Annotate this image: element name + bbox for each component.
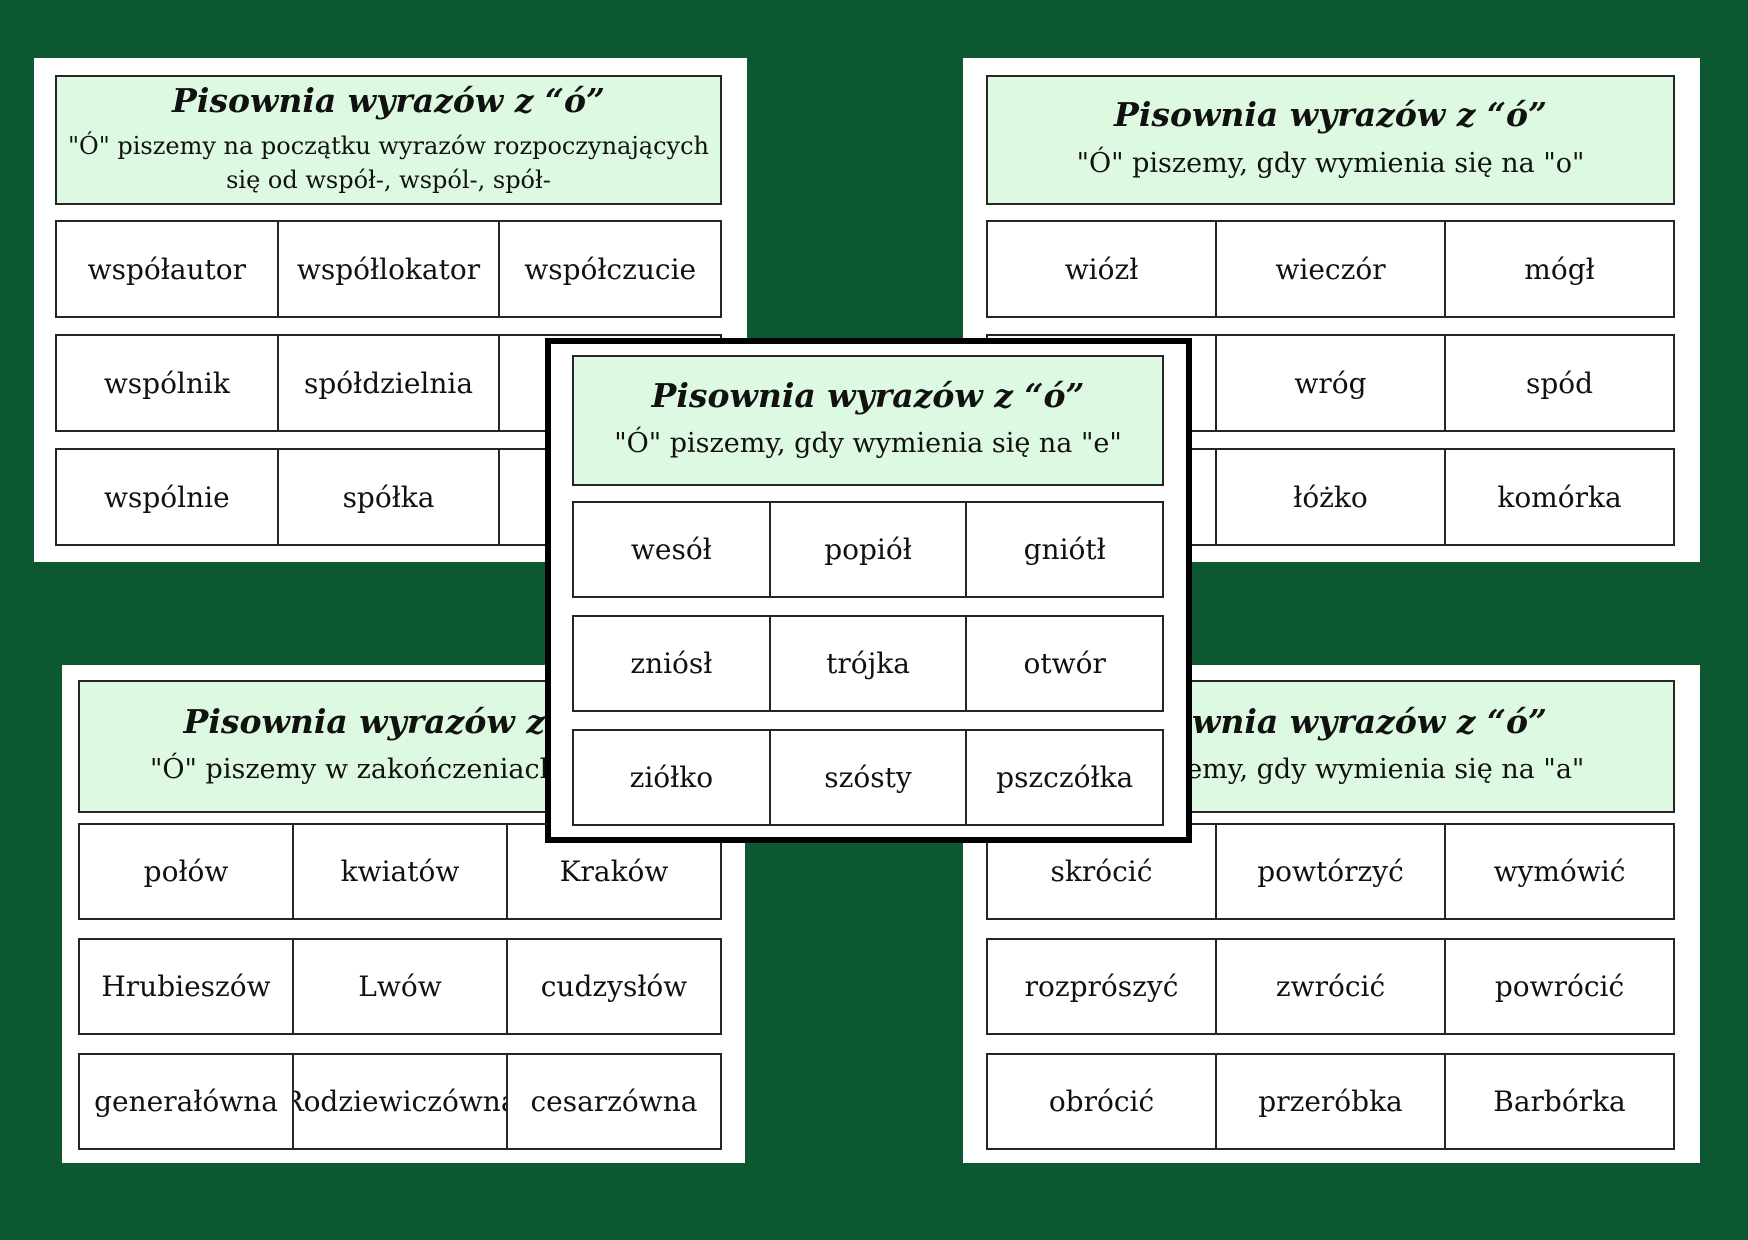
word-cell: łóżko xyxy=(1215,448,1446,546)
word-cell: cudzysłów xyxy=(506,938,722,1035)
word-row: wesół popiół gniótł xyxy=(572,501,1165,598)
word-cell: wymówić xyxy=(1444,823,1675,920)
word-cell: współczucie xyxy=(498,220,723,318)
word-cell: komórka xyxy=(1444,448,1675,546)
word-cell: wiózł xyxy=(986,220,1217,318)
word-cell: współautor xyxy=(55,220,279,318)
word-cell: obrócić xyxy=(986,1053,1217,1150)
card-title: Pisownia wyrazów z “ó” xyxy=(651,375,1085,415)
word-cell: gniótł xyxy=(965,501,1165,598)
card-rule: "Ó" piszemy, gdy wymienia się na "e" xyxy=(614,428,1122,460)
word-cell: otwór xyxy=(965,615,1165,712)
word-cell: powtórzyć xyxy=(1215,823,1446,920)
word-cell: Barbórka xyxy=(1444,1053,1675,1150)
word-row: Hrubieszów Lwów cudzysłów xyxy=(78,938,722,1035)
word-row: połów kwiatów Kraków xyxy=(78,823,722,920)
card-rule: "Ó" piszemy, gdy wymienia się na "o" xyxy=(1076,147,1585,179)
word-row: wiózł wieczór mógł xyxy=(986,220,1675,318)
card-rule: "Ó" piszemy w zakończeniach -ów, xyxy=(150,754,620,786)
word-cell: rozprószyć xyxy=(986,938,1217,1035)
word-cell: popiół xyxy=(768,501,968,598)
word-cell: powrócić xyxy=(1444,938,1675,1035)
word-cell: spółka xyxy=(276,448,501,546)
word-cell: wspólnik xyxy=(55,334,279,432)
card-header: Pisownia wyrazów z “ó” "Ó" piszemy w zak… xyxy=(78,680,722,813)
word-cell: szósty xyxy=(768,729,968,826)
word-cell: spód xyxy=(1444,334,1675,432)
card-title: Pisownia wyrazów z “ó” xyxy=(183,701,617,741)
word-row: współautor współlokator współczucie xyxy=(55,220,723,318)
word-cell: Lwów xyxy=(292,938,508,1035)
word-cell: wesół xyxy=(572,501,771,598)
word-row: zniósł trójka otwór xyxy=(572,615,1165,712)
word-cell: wróg xyxy=(1215,334,1446,432)
word-cell: spółdzielnia xyxy=(276,334,501,432)
word-cell: Rodziewiczówna xyxy=(292,1053,508,1150)
card-header: Pisownia wyrazów z “ó” "Ó" piszemy, gdy … xyxy=(986,75,1675,205)
card-rule: "Ó" piszemy na początku wyrazów rozpoczy… xyxy=(68,132,709,194)
word-row: ziółko szósty pszczółka xyxy=(572,729,1165,826)
card-header: Pisownia wyrazów z “ó” "Ó" piszemy, gdy … xyxy=(572,355,1164,486)
word-cell: kwiatów xyxy=(292,823,508,920)
word-cell: pszczółka xyxy=(965,729,1165,826)
word-cell: połów xyxy=(78,823,294,920)
word-row: generałówna Rodziewiczówna cesarzówna xyxy=(78,1053,722,1150)
word-cell: Hrubieszów xyxy=(78,938,294,1035)
card-ow-endings: Pisownia wyrazów z “ó” "Ó" piszemy w zak… xyxy=(62,665,745,1163)
word-row: rozprószyć zwrócić powrócić xyxy=(986,938,1675,1035)
word-cell: przeróbka xyxy=(1215,1053,1446,1150)
word-cell: mógł xyxy=(1444,220,1675,318)
card-title: Pisownia wyrazów z “ó” xyxy=(1114,95,1547,135)
word-cell: wspólnie xyxy=(55,448,279,546)
word-cell: trójka xyxy=(768,615,968,712)
word-cell: zniósł xyxy=(572,615,771,712)
word-cell: współlokator xyxy=(276,220,501,318)
word-cell: zwrócić xyxy=(1215,938,1446,1035)
word-cell: cesarzówna xyxy=(506,1053,722,1150)
card-header: Pisownia wyrazów z “ó” "Ó" piszemy na po… xyxy=(55,75,722,205)
word-cell: wieczór xyxy=(1215,220,1446,318)
word-row: wspólnik spółdzielnia xyxy=(55,334,723,432)
word-cell: ziółko xyxy=(572,729,771,826)
word-cell: generałówna xyxy=(78,1053,294,1150)
card-title: Pisownia wyrazów z “ó” xyxy=(172,80,605,120)
word-row: obrócić przeróbka Barbórka xyxy=(986,1053,1675,1150)
card-e-exchange: Pisownia wyrazów z “ó” "Ó" piszemy, gdy … xyxy=(545,338,1192,843)
